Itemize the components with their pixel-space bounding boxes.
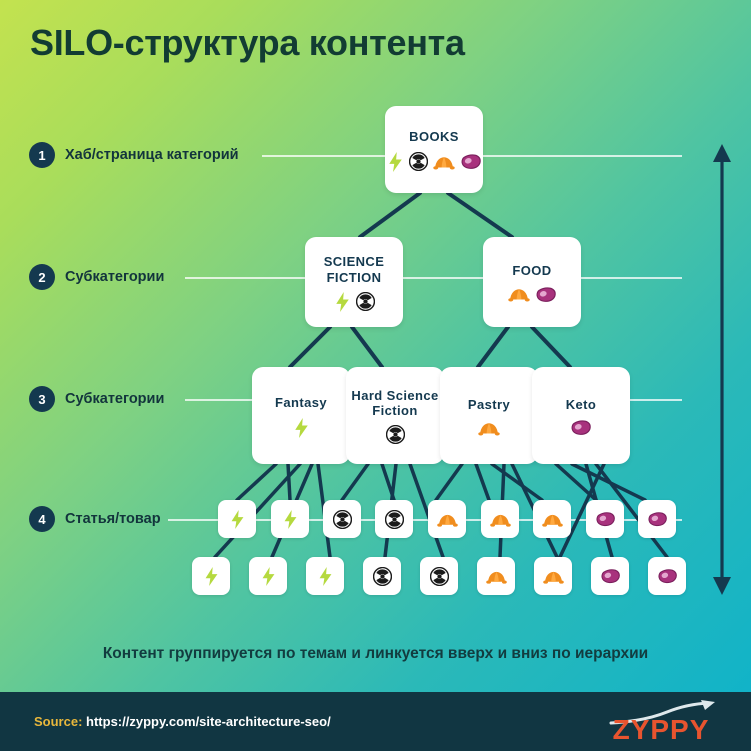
node-books-label: BOOKS	[409, 129, 459, 145]
node-pastry-icons	[478, 420, 500, 436]
leaf-node[interactable]	[271, 500, 309, 538]
bolt-icon	[205, 566, 217, 586]
leaf-node[interactable]	[306, 557, 344, 595]
node-keto[interactable]: Keto	[532, 367, 630, 464]
steak-icon	[571, 420, 591, 436]
radiation-icon	[408, 152, 428, 172]
leaf-node[interactable]	[586, 500, 624, 538]
footer-bar: Source: https://zyppy.com/site-architect…	[0, 692, 751, 751]
node-science-fiction[interactable]: SCIENCE FICTION	[305, 237, 403, 327]
node-food-icons	[507, 286, 557, 303]
steak-icon	[595, 512, 615, 527]
level-badge-3: 3	[29, 386, 55, 412]
guide-line-2	[185, 277, 682, 279]
node-food-label: FOOD	[512, 263, 552, 279]
level-label-4: 4 Статья/товар	[29, 506, 161, 532]
bolt-icon	[319, 566, 331, 586]
bolt-icon	[388, 151, 402, 172]
croissant-icon	[507, 289, 530, 302]
croissant-icon	[542, 571, 564, 584]
bolt-icon	[335, 291, 349, 312]
node-books-icons	[387, 151, 482, 172]
node-science-fiction-icons	[334, 291, 375, 312]
node-fantasy[interactable]: Fantasy	[252, 367, 350, 464]
zyppy-logo-text: ZYPPY	[612, 714, 710, 745]
leaf-node[interactable]	[477, 557, 515, 595]
steak-icon	[657, 569, 677, 584]
level-label-3: 3 Субкатегории	[29, 386, 164, 412]
node-fantasy-label: Fantasy	[275, 395, 327, 411]
source-credit: Source: https://zyppy.com/site-architect…	[34, 714, 331, 729]
radiation-icon	[385, 425, 405, 445]
node-fantasy-icons	[293, 417, 310, 438]
bolt-icon	[262, 566, 274, 586]
leaf-node[interactable]	[192, 557, 230, 595]
level-text-4: Статья/товар	[65, 511, 161, 527]
node-food[interactable]: FOOD	[483, 237, 581, 327]
croissant-icon	[478, 422, 500, 436]
leaf-node[interactable]	[249, 557, 287, 595]
leaf-node[interactable]	[420, 557, 458, 595]
radiation-icon	[372, 566, 392, 586]
level-text-1: Хаб/страница категорий	[65, 147, 239, 163]
leaf-node[interactable]	[638, 500, 676, 538]
croissant-icon	[436, 514, 458, 527]
infographic-canvas: SILO-структура контента 1 Хаб/страница к…	[0, 0, 751, 692]
node-hard-science-fiction-label: Hard Science Fiction	[351, 387, 439, 418]
node-books[interactable]: BOOKS	[385, 106, 483, 193]
leaf-node[interactable]	[363, 557, 401, 595]
source-url[interactable]: https://zyppy.com/site-architecture-seo/	[86, 714, 331, 729]
leaf-node[interactable]	[481, 500, 519, 538]
level-badge-4: 4	[29, 506, 55, 532]
page-title: SILO-структура контента	[30, 22, 465, 63]
leaf-node[interactable]	[533, 500, 571, 538]
node-keto-icons	[570, 419, 592, 436]
node-science-fiction-label: SCIENCE FICTION	[323, 254, 385, 285]
node-keto-label: Keto	[565, 396, 597, 412]
level-label-2: 2 Субкатегории	[29, 264, 164, 290]
croissant-icon	[432, 156, 455, 170]
croissant-icon	[541, 514, 563, 527]
node-hard-science-fiction-icons	[385, 425, 405, 445]
level-badge-1: 1	[29, 142, 55, 168]
level-label-1: 1 Хаб/страница категорий	[29, 142, 239, 168]
node-pastry-label: Pastry	[467, 397, 511, 413]
steak-icon	[647, 512, 667, 527]
steak-icon	[536, 287, 556, 302]
steak-icon	[461, 154, 481, 170]
level-text-2: Субкатегории	[65, 269, 165, 285]
node-pastry[interactable]: Pastry	[440, 367, 538, 464]
swoosh-arrow-icon	[609, 700, 715, 725]
leaf-node[interactable]	[375, 500, 413, 538]
bolt-icon	[231, 509, 243, 529]
summary-caption: Контент группируется по темам и линкуетс…	[102, 645, 649, 662]
steak-icon	[600, 569, 620, 584]
leaf-node[interactable]	[648, 557, 686, 595]
croissant-icon	[489, 514, 511, 527]
leaf-node[interactable]	[323, 500, 361, 538]
bolt-icon	[284, 509, 296, 529]
croissant-icon	[485, 571, 507, 584]
radiation-icon	[332, 509, 352, 529]
leaf-node[interactable]	[534, 557, 572, 595]
zyppy-logo[interactable]: ZYPPY	[597, 700, 725, 745]
bolt-icon	[294, 417, 308, 438]
level-text-3: Субкатегории	[65, 391, 165, 407]
level-badge-2: 2	[29, 264, 55, 290]
node-hard-science-fiction[interactable]: Hard Science Fiction	[346, 367, 444, 464]
radiation-icon	[429, 566, 449, 586]
radiation-icon	[384, 509, 404, 529]
radiation-icon	[355, 292, 375, 312]
hierarchy-arrow	[713, 144, 731, 595]
source-label: Source:	[34, 714, 83, 729]
leaf-node[interactable]	[218, 500, 256, 538]
leaf-node[interactable]	[591, 557, 629, 595]
leaf-node[interactable]	[428, 500, 466, 538]
